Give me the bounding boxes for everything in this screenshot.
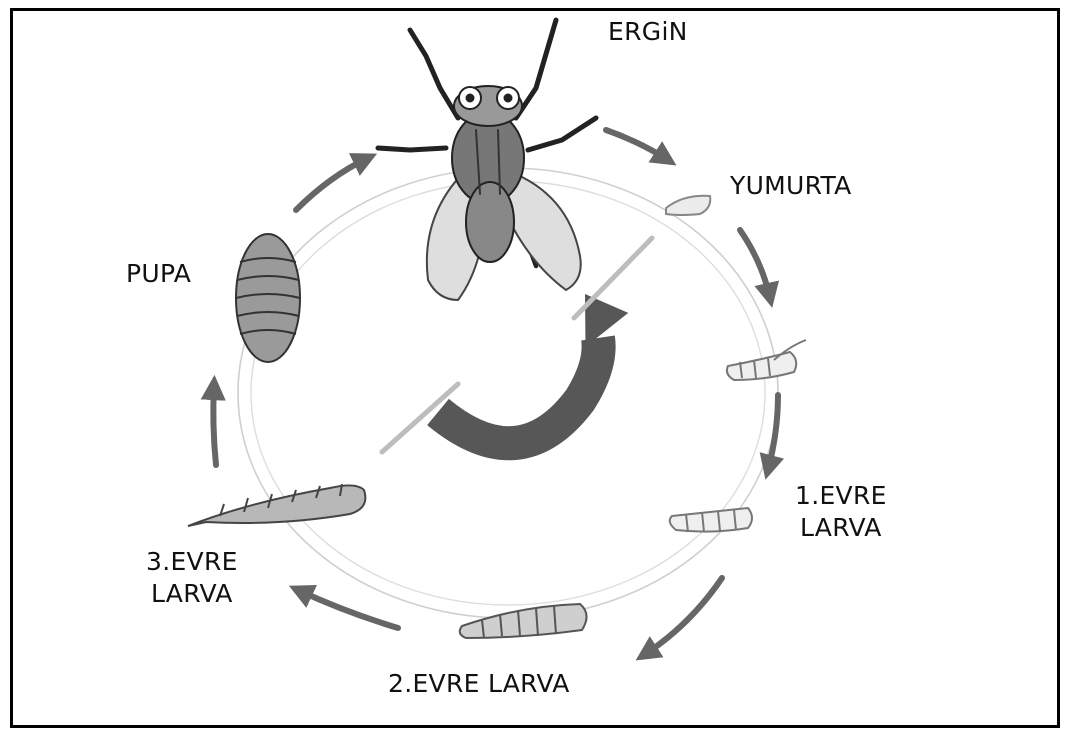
stage-label-larva1-line2: LARVA [795,512,887,544]
larva2-illustration [460,604,587,638]
stage-label-larva3-line2: LARVA [146,578,238,610]
stage-label-egg: YUMURTA [730,170,852,202]
arrow-adult-to-egg [606,130,668,160]
larva1-illustration [670,340,806,532]
center-cycle-arrow [438,280,632,443]
stage-label-pupa: PUPA [126,258,191,290]
arrow-larva2-to-larva3 [298,590,398,628]
arrow-egg-to-larva1 [740,230,770,298]
stage-label-adult: ERGiN [608,16,688,48]
pupa-illustration [236,234,300,362]
stage-label-larva1-line1: 1.EVRE [795,480,887,512]
adult-fly-illustration [378,20,596,300]
egg-illustration [666,196,710,215]
arrow-larva1-down [768,395,778,470]
stage-label-larva2: 2.EVRE LARVA [388,668,570,700]
stage-label-larva3: 3.EVRE LARVA [146,546,238,610]
arrow-larva3-to-pupa [213,385,216,465]
larva3-illustration [188,484,365,526]
stage-label-larva1: 1.EVRE LARVA [795,480,887,544]
arrow-pupa-to-adult [296,158,368,210]
stage-label-larva3-line1: 3.EVRE [146,546,238,578]
arrow-larva1-to-larva2 [644,578,722,655]
